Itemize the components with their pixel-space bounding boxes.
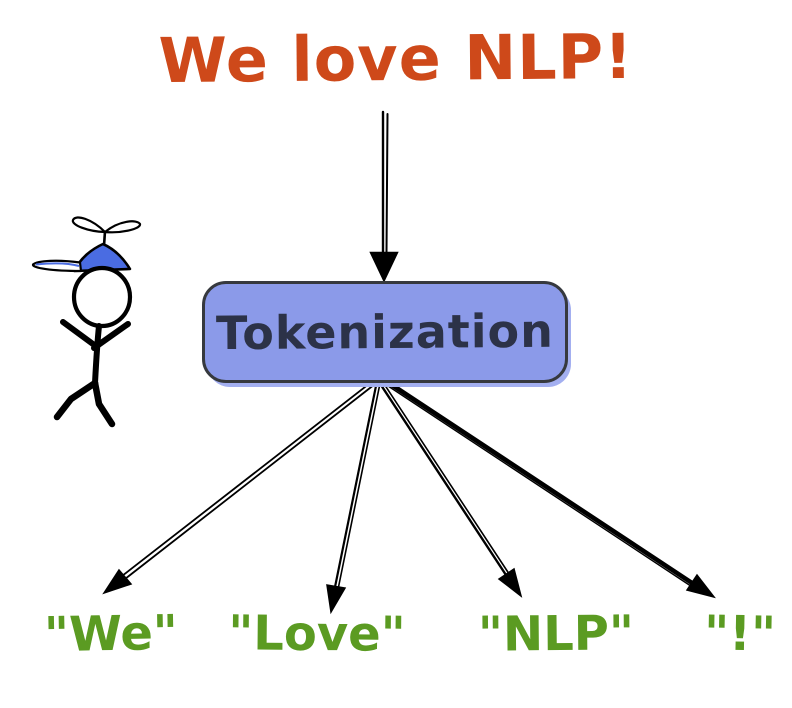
input-arrow (369, 110, 399, 283)
propeller-icon (71, 216, 142, 247)
tokenization-box: Tokenization (202, 281, 568, 383)
tokenization-box-label: Tokenization (215, 303, 555, 361)
output-arrowhead-we (102, 568, 133, 595)
propeller-cap-icon (31, 242, 132, 273)
mascot-head (71, 265, 133, 329)
mascot-leg-left (53, 379, 99, 421)
output-arrowhead-exclamation (685, 573, 716, 599)
mascot-leg-right (91, 379, 116, 428)
stick-figure-mascot (31, 216, 142, 428)
output-arrow-nlp (377, 379, 523, 598)
output-arrowhead-nlp (497, 567, 523, 598)
mascot-arm-left (60, 319, 100, 350)
output-arrowhead-love (326, 584, 347, 615)
mascot-torso (92, 323, 102, 386)
output-arrow-exclamation (380, 376, 716, 599)
input-arrowhead (369, 251, 399, 283)
mascot-arm-right (91, 321, 131, 351)
output-arrow-love (326, 379, 382, 615)
output-arrow-we (102, 379, 378, 595)
